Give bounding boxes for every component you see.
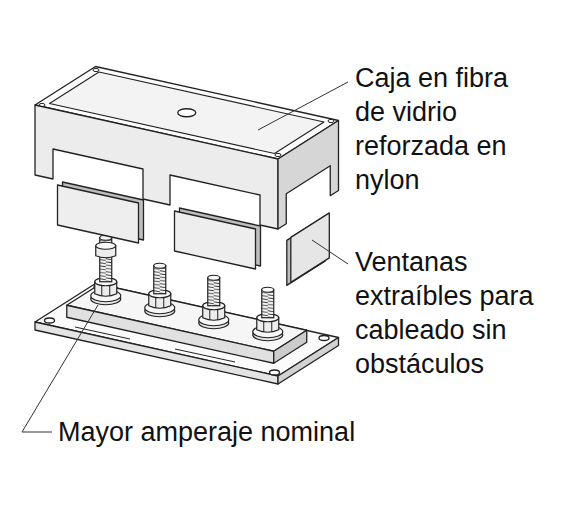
callout-label: Mayor amperaje nominal — [58, 415, 355, 449]
leader-lines — [22, 82, 348, 432]
callout-label: Ventanas extraíbles para cableado sin ob… — [355, 245, 539, 381]
fiberglass-cover — [35, 67, 339, 230]
removable-windows — [58, 182, 330, 285]
callout-label: Caja en fibra de vidrio reforzada en nyl… — [355, 61, 539, 197]
